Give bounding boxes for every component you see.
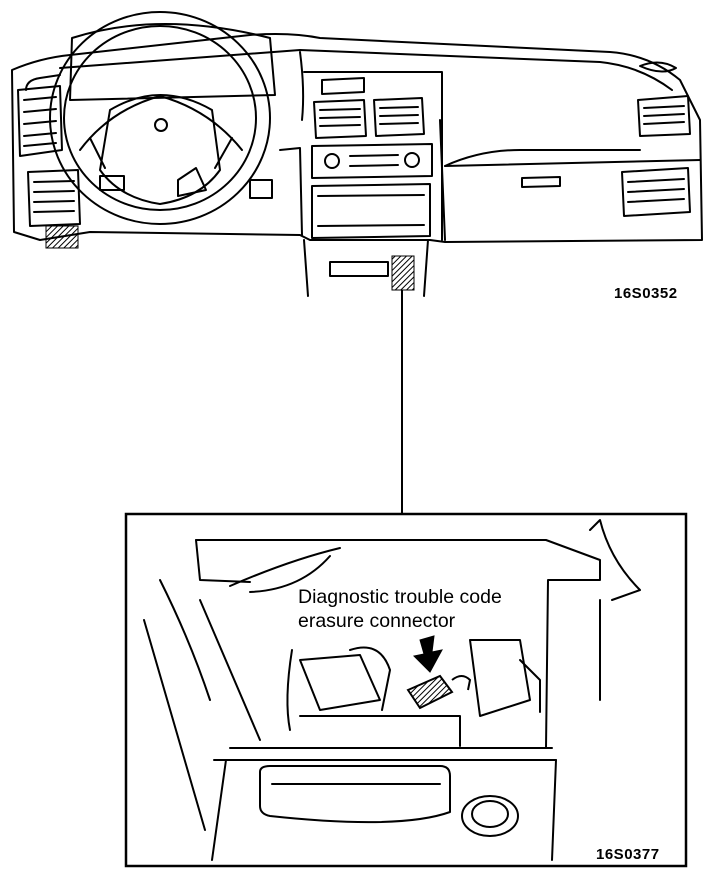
center-console: [303, 71, 443, 297]
horn-emblem: [154, 118, 168, 132]
instrument-cluster: [69, 23, 276, 101]
detail-frame: [124, 512, 688, 868]
erasure-connector: [406, 674, 472, 710]
dashboard-outline: [11, 33, 703, 243]
center-vent-right: [373, 97, 425, 137]
dashboard-lower-edge: [444, 159, 701, 167]
climate-control-panel: [311, 143, 433, 179]
ashtray-opening: [259, 765, 451, 824]
connector-location-mark: [391, 255, 415, 291]
radio-slot: [311, 183, 431, 239]
connector-arrow: [412, 635, 443, 673]
steering-wheel: [49, 11, 271, 225]
cigarette-lighter: [461, 795, 519, 837]
dashboard-top-ridge: [59, 49, 673, 91]
left-lower-vent: [27, 169, 81, 227]
right-lower-vent: [621, 167, 691, 217]
speaker-grille: [639, 61, 677, 73]
connector-callout: Diagnostic trouble code erasure connecto…: [298, 585, 502, 633]
left-hatched-mark: [45, 225, 79, 249]
glovebox-handle: [521, 176, 561, 188]
steering-hub: [99, 94, 221, 205]
callout-line-2: erasure connector: [298, 610, 456, 632]
figure-reference-top: 16S0352: [614, 285, 678, 302]
figure-reference-bottom: 16S0377: [596, 846, 660, 863]
ashtray: [329, 261, 389, 277]
detail-illustration: [143, 519, 641, 861]
module-block: [469, 639, 531, 717]
dashboard-illustration: [11, 11, 703, 297]
center-vent-left: [313, 99, 367, 139]
callout-line-1: Diagnostic trouble code: [298, 586, 502, 608]
left-side-vent: [17, 85, 63, 157]
right-side-vent: [637, 95, 691, 137]
